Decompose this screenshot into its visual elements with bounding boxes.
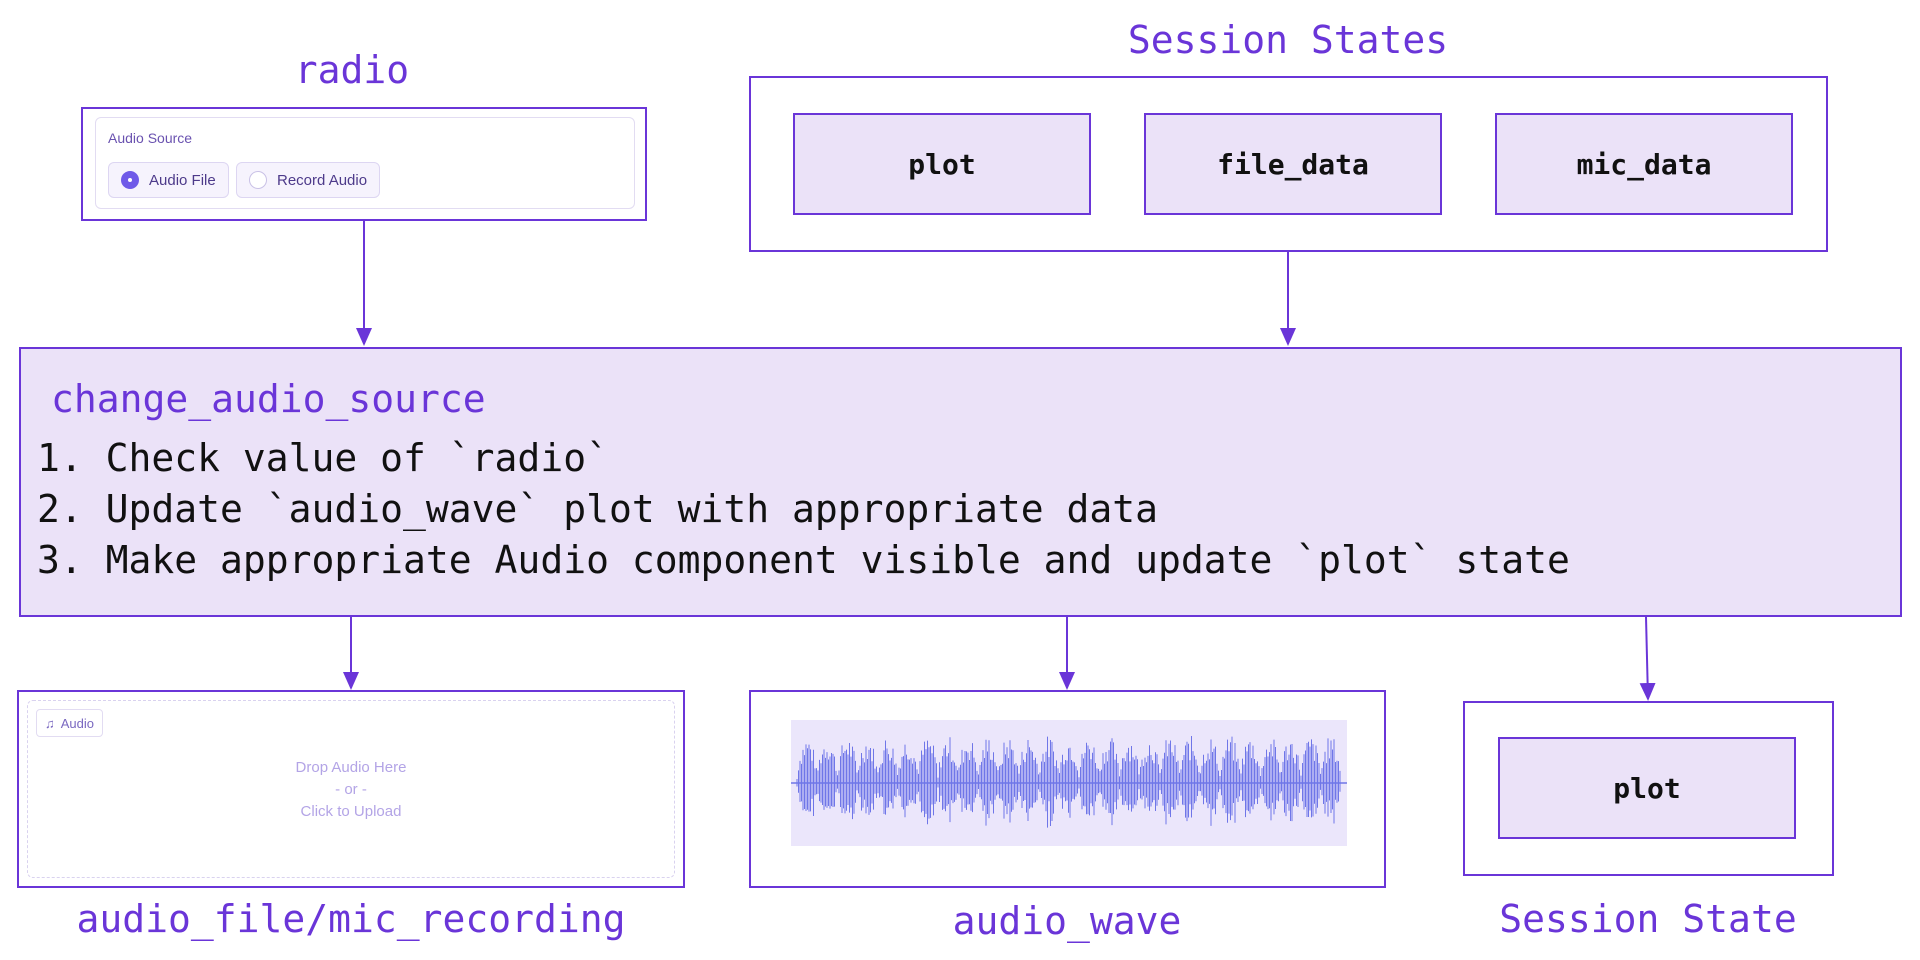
radio-component-frame: Audio Source Audio File Record Audio	[81, 107, 647, 221]
audio-waveform-plot	[791, 720, 1347, 846]
function-step-2: 2. Update `audio_wave` plot with appropr…	[37, 487, 1159, 531]
session-state-output-plot: plot	[1498, 737, 1796, 839]
radio-selected-icon	[121, 171, 139, 189]
audio-wave-title: audio_wave	[952, 899, 1182, 943]
music-note-icon: ♫	[45, 715, 55, 731]
or-text: - or -	[335, 781, 367, 798]
click-to-upload-text: Click to Upload	[300, 803, 402, 820]
change-audio-source-function: change_audio_source 1. Check value of `r…	[19, 347, 1902, 617]
function-name: change_audio_source	[51, 377, 486, 421]
drop-audio-text: Drop Audio Here	[295, 759, 407, 776]
session-state-mic-data: mic_data	[1495, 113, 1793, 215]
radio-card: Audio Source Audio File Record Audio	[95, 117, 635, 209]
function-step-3: 3. Make appropriate Audio component visi…	[37, 538, 1570, 582]
session-state-plot: plot	[793, 113, 1091, 215]
audio-file-title: audio_file/mic_recording	[76, 897, 626, 941]
audio-label-tag: ♫ Audio	[36, 709, 103, 737]
arrow-function-to-state	[1639, 616, 1656, 701]
waveform	[796, 736, 1341, 828]
audio-upload-dropzone[interactable]: ♫ Audio Drop Audio Here - or - Click to …	[27, 700, 675, 878]
radio-option-record-audio[interactable]: Record Audio	[236, 162, 381, 198]
radio-title: radio	[294, 48, 410, 92]
session-state-file-data: file_data	[1144, 113, 1442, 215]
audio-component-frame: ♫ Audio Drop Audio Here - or - Click to …	[17, 690, 685, 888]
session-state-title: Session State	[1499, 897, 1797, 941]
radio-option-label: Record Audio	[277, 171, 368, 189]
radio-group-label: Audio Source	[108, 130, 193, 146]
audio-tag-label: Audio	[60, 715, 94, 731]
function-step-1: 1. Check value of `radio`	[37, 436, 609, 480]
radio-option-label: Audio File	[149, 171, 216, 189]
session-states-title: Session States	[1127, 18, 1449, 62]
radio-option-audio-file[interactable]: Audio File	[108, 162, 229, 198]
audio-wave-frame	[749, 690, 1386, 888]
radio-unselected-icon	[249, 171, 267, 189]
